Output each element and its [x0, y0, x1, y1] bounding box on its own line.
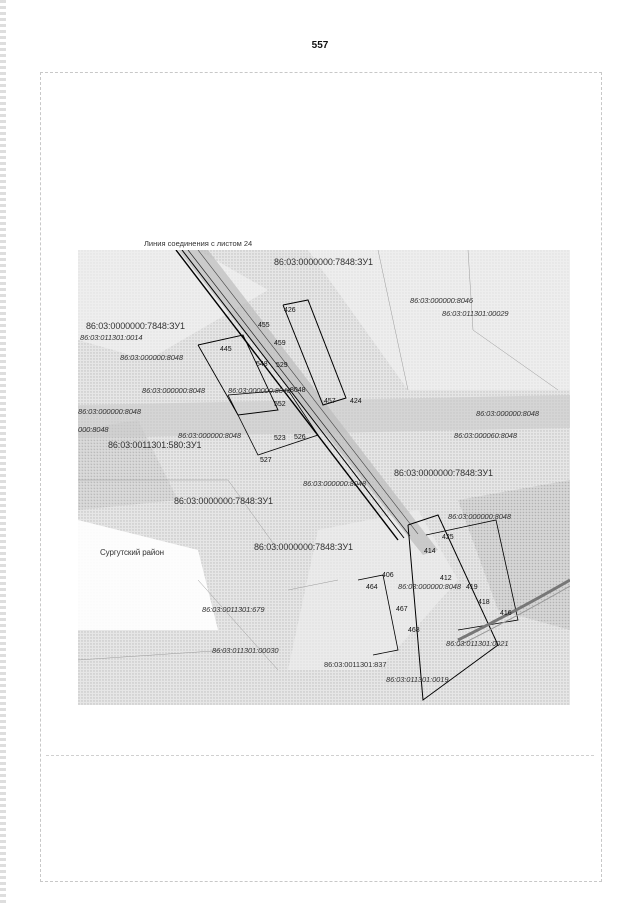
point-label: 416 — [500, 610, 512, 617]
parcel-label: 86:03:011301:0019 — [386, 675, 449, 684]
point-label: 414 — [424, 548, 436, 555]
scan-edge — [0, 0, 6, 905]
parcel-label: 86:03:0000000:7848:ЗУ1 — [394, 468, 493, 478]
point-label: 425 — [442, 534, 454, 541]
parcel-label: 86:03:0000000:7848:ЗУ1 — [254, 542, 353, 552]
parcel-label: 86:03:0011301:679 — [202, 605, 265, 614]
parcel-label: 86:03:000000:8048 — [228, 386, 291, 395]
map-caption-top: Линия соединения с листом 24 — [144, 239, 253, 248]
thin-boundaries — [78, 250, 559, 671]
parcel-label: 86:03:000000:8048 — [142, 386, 205, 395]
parcel-label: 86:03:000000:8048 — [448, 512, 511, 521]
parcel-label: 86:03:011301:0014 — [80, 333, 143, 342]
parcel-outline-south — [407, 514, 499, 701]
dark-zone-left — [78, 420, 178, 510]
point-label: 467 — [396, 606, 408, 613]
district-label: Сургутский район — [100, 548, 164, 557]
parcel-label: 86:03:000000:8048 — [398, 582, 461, 591]
parcel-label: 86:03:011301:00029 — [442, 309, 509, 318]
diagonal-corridor — [178, 250, 438, 555]
point-label: 529 — [276, 362, 288, 369]
point-label: 424 — [350, 398, 362, 405]
point-label: 445 — [220, 346, 232, 353]
parcel-label: 86:03:0000000:7848:ЗУ1 — [174, 496, 273, 506]
parcel-label: 86:03:000000:8048 — [120, 353, 183, 362]
point-label: 548 — [256, 361, 268, 368]
map-graphics — [78, 250, 570, 705]
point-label: 526 — [294, 434, 306, 441]
light-zone-center — [288, 510, 458, 670]
point-label: 412 — [440, 575, 452, 582]
point-label: 464 — [366, 584, 378, 591]
point-label: 523 — [274, 435, 286, 442]
point-label: 406 — [382, 572, 394, 579]
point-label: 418 — [478, 599, 490, 606]
parcel-outline-center — [227, 389, 319, 456]
parcel-label: 86:03:0000000:7848:ЗУ1 — [274, 257, 373, 267]
cadastral-map: 86:03:0000000:7848:ЗУ1 86:03:000000:8046… — [78, 250, 570, 705]
light-zone-district — [78, 520, 218, 630]
bottom-divider — [46, 755, 594, 756]
point-label: 527 — [260, 457, 272, 464]
parcel-label: 86:03:0011301:580:ЗУ1 — [108, 440, 202, 450]
parcel-label: 86:03:000000:8048 — [78, 407, 141, 416]
parcel-label: 86:03:000000:8048 — [303, 479, 366, 488]
parcel-outline-lower — [357, 574, 399, 656]
parcel-label: 86:03:0011301:837 — [324, 660, 387, 669]
point-label: 419 — [466, 584, 478, 591]
parcel-label: 86:03:011301:00030 — [212, 646, 279, 655]
point-label: 457 — [324, 398, 336, 405]
page-number: 557 — [311, 40, 329, 51]
point-label: 552 — [274, 401, 286, 408]
drawing-frame — [40, 72, 602, 882]
parcel-label: 86:03:0000000:7848:ЗУ1 — [86, 321, 185, 331]
point-label: 8048 — [290, 387, 306, 394]
parcel-label: 86:03:000060:8048 — [454, 431, 517, 440]
point-label: 426 — [284, 307, 296, 314]
point-label: 455 — [258, 322, 270, 329]
point-label: 468 — [408, 627, 420, 634]
dark-zone-right — [458, 480, 570, 630]
parcel-label: 86:03:000000:8048 — [178, 431, 241, 440]
parcel-label: 86:03:000000:8048 — [476, 409, 539, 418]
railway-lines — [457, 578, 570, 642]
parcel-label: 000:8048 — [78, 425, 109, 434]
parcel-label: 86:03:011301:0021 — [446, 639, 509, 648]
point-label: 459 — [274, 340, 286, 347]
parcel-outline-west — [197, 334, 279, 416]
parcel-outline-north — [282, 299, 347, 406]
light-zone-right — [308, 250, 570, 390]
parcel-label: 86:03:000000:8046 — [410, 296, 473, 305]
